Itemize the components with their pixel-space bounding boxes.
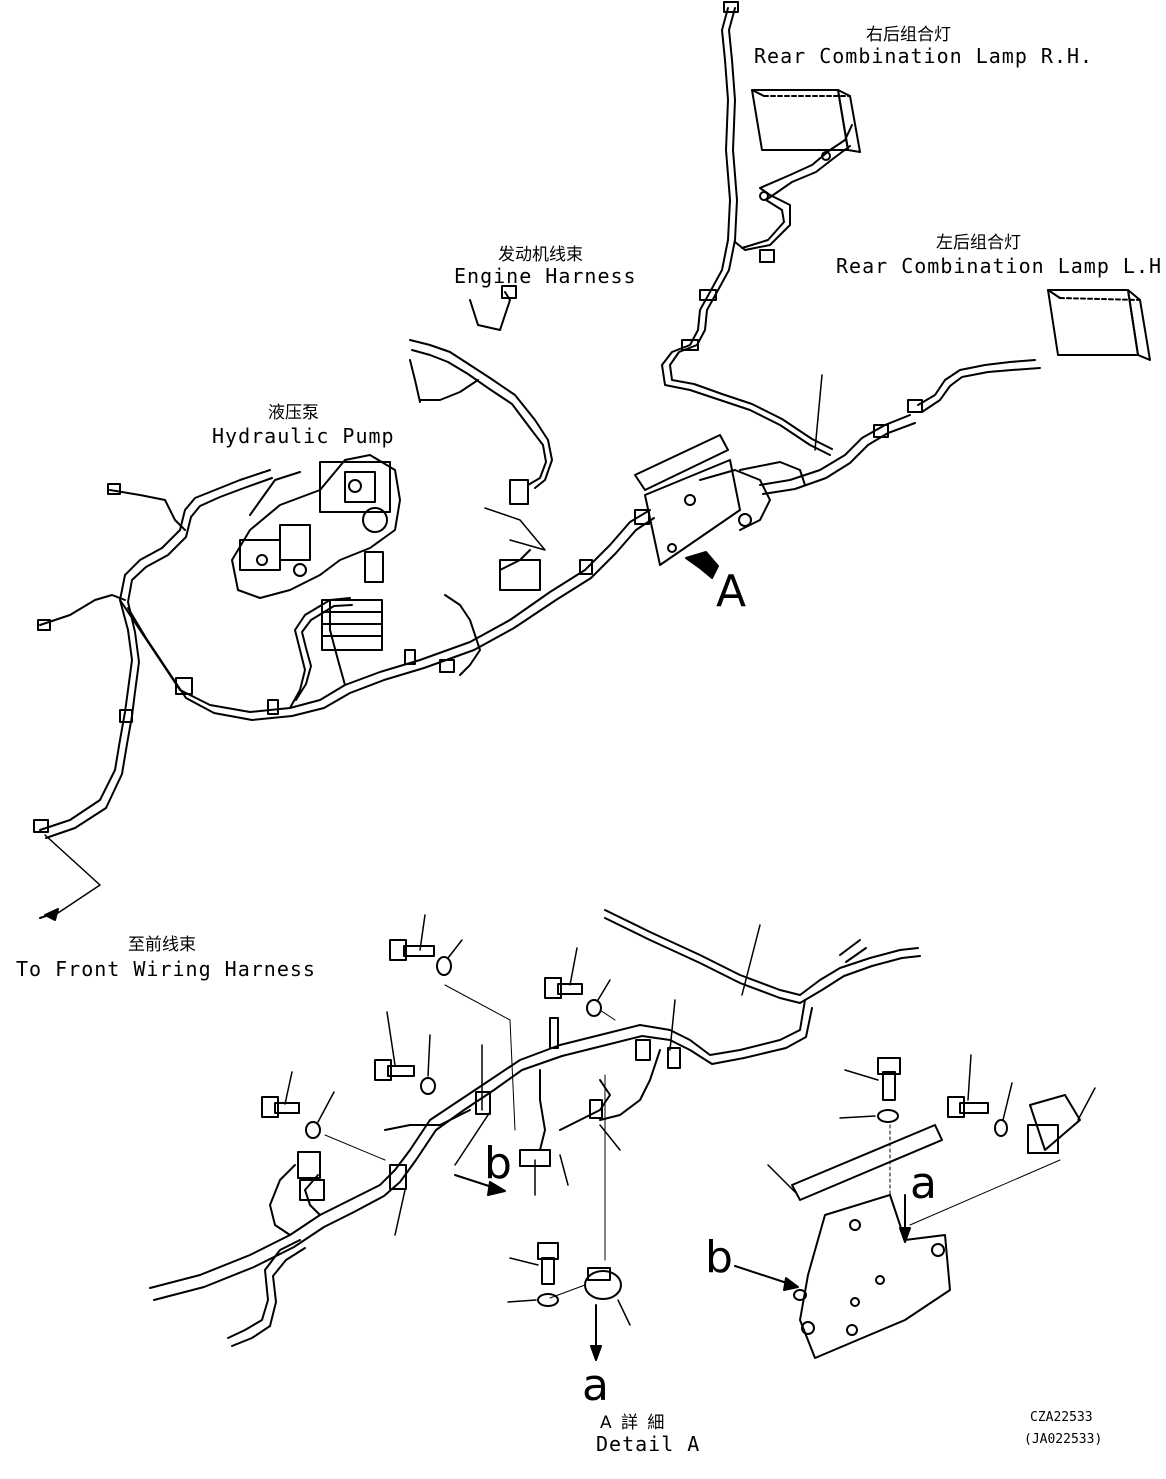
rear-lamp-rh-label: Rear Combination Lamp R.H. xyxy=(754,44,1094,68)
ref-a-label-bottom: a xyxy=(582,1360,609,1411)
detail-a-label: Detail A xyxy=(596,1432,701,1456)
view-a-label: A xyxy=(716,566,747,617)
clamp-part xyxy=(550,1268,630,1361)
rear-lamp-lh xyxy=(1047,289,1151,361)
rear-lamp-lh-label-cn: 左后组合灯 xyxy=(936,233,1021,253)
harness-branch-rh xyxy=(662,2,852,455)
main-harness xyxy=(34,470,654,921)
front-harness-label-cn: 至前线束 xyxy=(128,935,196,955)
rear-lamp-lh-label: Rear Combination Lamp L.H. xyxy=(836,254,1166,278)
ref-b-label-right: b xyxy=(705,1232,733,1283)
rear-lamp-rh-label-cn: 右后组合灯 xyxy=(866,25,951,45)
ref-a-label-right: a xyxy=(910,1158,937,1209)
mounting-bracket xyxy=(735,1194,951,1359)
front-harness-label: To Front Wiring Harness xyxy=(16,957,316,981)
cover-plate xyxy=(768,1124,943,1201)
drawing-number: CZA22533 xyxy=(1030,1410,1093,1425)
engine-harness-label-cn: 发动机线束 xyxy=(498,245,583,265)
drawing-number-alt: (JA022533) xyxy=(1024,1432,1103,1447)
lower-harness xyxy=(150,910,920,1346)
hydraulic-pump-label: Hydraulic Pump xyxy=(212,424,395,448)
b-arrow xyxy=(455,1175,506,1196)
hydraulic-pump-label-cn: 液压泵 xyxy=(268,403,319,423)
relay-part xyxy=(910,1088,1095,1225)
bolt-and-washer-set xyxy=(262,915,1012,1306)
harness-branch-lh xyxy=(760,360,1040,494)
bracket-assembly xyxy=(634,434,805,579)
ref-b-label-left: b xyxy=(484,1138,512,1189)
engine-harness xyxy=(410,286,552,550)
rear-lamp-rh xyxy=(751,89,861,153)
detail-a-label-cn: A 詳 細 xyxy=(600,1413,667,1433)
hydraulic-pump xyxy=(232,455,400,598)
engine-harness-label: Engine Harness xyxy=(454,264,637,288)
